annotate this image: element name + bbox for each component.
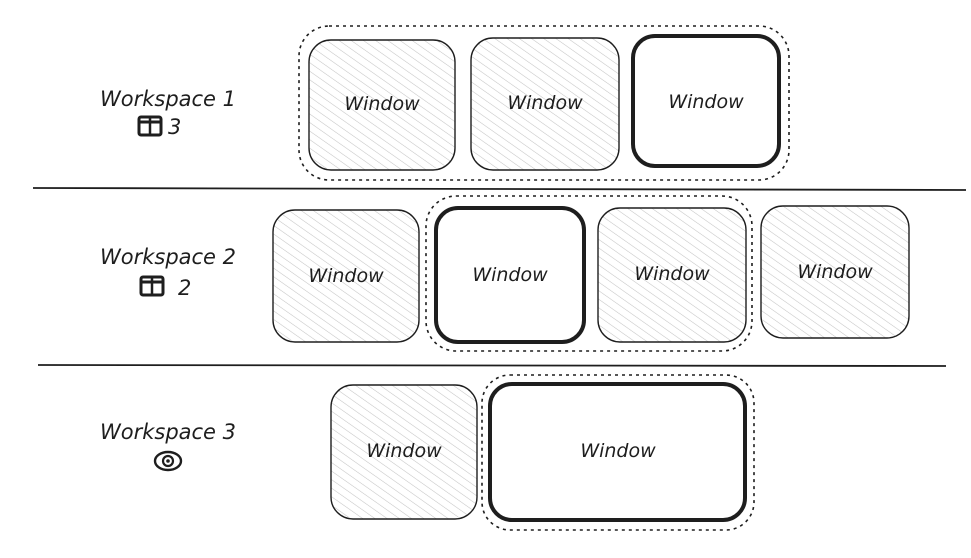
columns-icon [139, 275, 165, 297]
window-label: Window [472, 264, 548, 286]
window [272, 209, 420, 343]
visible-area-outline [298, 25, 790, 181]
window-label: Window [580, 440, 656, 462]
window-label: Window [507, 92, 583, 114]
visible-area-outline [425, 195, 753, 352]
window-focused [434, 206, 586, 344]
window [760, 205, 910, 339]
workspace-row-2: Workspace 2 2 Window Window Window Windo… [100, 195, 910, 352]
workspace-name: Workspace 2 [100, 245, 236, 269]
columns-icon [137, 115, 163, 137]
window-focused [631, 34, 781, 168]
window [597, 207, 747, 343]
window-label: Window [366, 440, 442, 462]
eye-icon [153, 450, 183, 472]
window-label: Window [797, 261, 873, 283]
window-label: Window [668, 91, 744, 113]
workspace-row-3: Workspace 3 Window Window [100, 374, 755, 531]
window [330, 384, 478, 520]
visible-area-outline [481, 374, 755, 531]
window-label: Window [344, 93, 420, 115]
window-focused [488, 382, 747, 522]
workspace-column-count: 2 [178, 276, 191, 300]
window [470, 37, 620, 171]
window-label: Window [634, 263, 710, 285]
row-separator [37, 364, 947, 367]
window-label: Window [308, 265, 384, 287]
row-separator [32, 187, 967, 191]
workspace-row-1: Workspace 1 3 Window Window Window [100, 25, 790, 181]
window [308, 39, 456, 171]
workspace-name: Workspace 1 [100, 87, 236, 111]
workspace-column-count: 3 [168, 115, 181, 139]
workspace-name: Workspace 3 [100, 420, 236, 444]
